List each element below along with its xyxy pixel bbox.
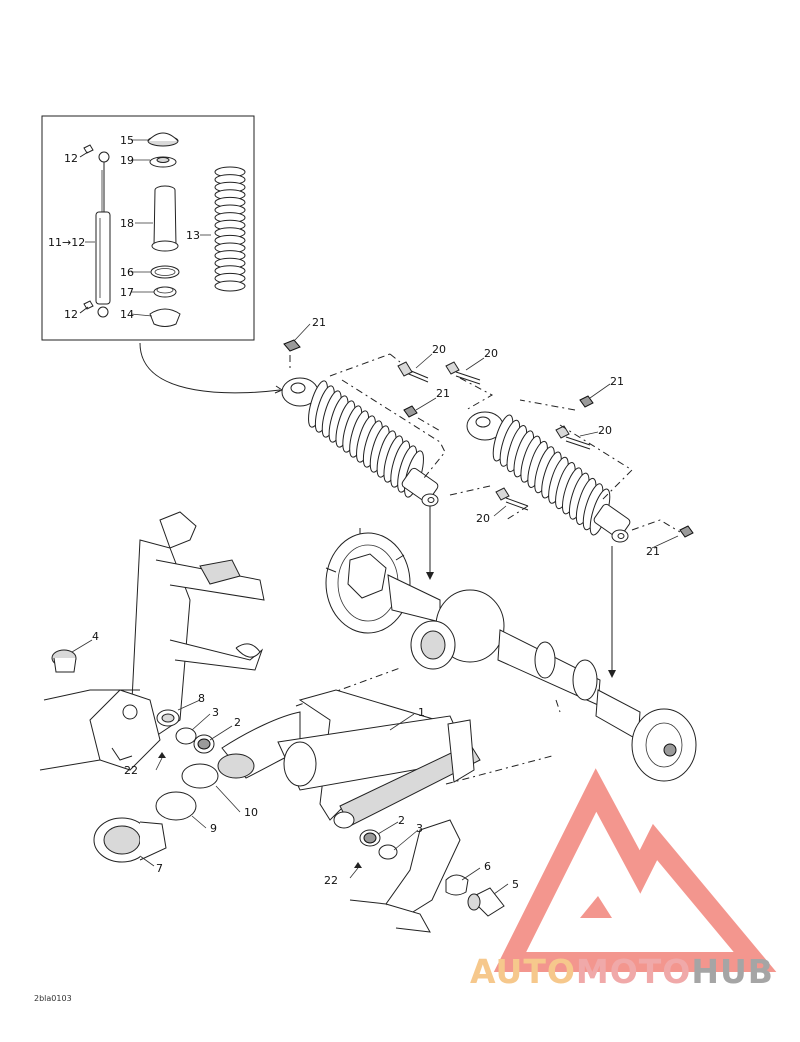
watermark-wordmark: AUTOMOTOHUB: [470, 952, 774, 991]
callout-4: 4: [92, 630, 99, 643]
bushing-5: [469, 887, 505, 917]
inset-pointer-line: [139, 342, 281, 394]
watermark-logo-mark: [493, 768, 777, 972]
seat-14: [149, 308, 181, 327]
callout-2-lower: 2: [398, 814, 405, 827]
callout-21-c: 21: [610, 375, 624, 388]
watermark-auto: AUTO: [470, 952, 576, 991]
callout-22-upper: 22: [124, 764, 138, 777]
callout-21-d: 21: [646, 545, 660, 558]
callout-20-a: 20: [432, 343, 446, 356]
callout-7: 7: [156, 862, 163, 875]
swing-arm-1: [217, 689, 481, 829]
spring-13: [214, 166, 246, 292]
callout-5: 5: [512, 878, 519, 891]
frame-bracket-right: [349, 819, 505, 933]
callout-20-c: 20: [598, 424, 612, 437]
callout-8: 8: [198, 692, 205, 705]
watermark-moto: MOTO: [575, 952, 692, 991]
callout-19: 19: [120, 154, 134, 167]
callout-21-b: 21: [436, 387, 450, 400]
clamp-10: [181, 763, 219, 789]
callout-16: 16: [120, 266, 134, 279]
callout-10: 10: [244, 806, 258, 819]
inset-shock-components: [41, 115, 255, 341]
boot-7: [93, 817, 167, 863]
vehicle-frame: [39, 511, 265, 771]
callout-12-bottom: 12: [64, 308, 78, 321]
rear-axle: [325, 528, 697, 782]
callout-20-d: 20: [476, 512, 490, 525]
callout-3-upper: 3: [212, 706, 219, 719]
callout-22-lower: 22: [324, 874, 338, 887]
callout-2-upper: 2: [234, 716, 241, 729]
callout-18: 18: [120, 217, 134, 230]
clamp-9: [155, 791, 197, 821]
callout-13: 13: [186, 229, 200, 242]
damper-part: [95, 151, 111, 318]
spring-coil: [214, 280, 246, 292]
callout-20-b: 20: [484, 347, 498, 360]
callout-3-lower: 3: [416, 822, 423, 835]
callout-1: 1: [418, 706, 425, 719]
bolt-12-top: [83, 144, 94, 154]
callout-17: 17: [120, 286, 134, 299]
callout-9: 9: [210, 822, 217, 835]
alignment-lines: [289, 353, 681, 678]
callout-15: 15: [120, 134, 134, 147]
bushings: [93, 709, 398, 868]
callout-14: 14: [120, 308, 134, 321]
shock-absorber-left: [281, 377, 439, 507]
callout-6: 6: [484, 860, 491, 873]
inset-frame: [41, 115, 255, 341]
fasteners: [283, 339, 694, 538]
callout-21-a: 21: [312, 316, 326, 329]
leader-lines: [71, 323, 679, 895]
callout-12-top: 12: [64, 152, 78, 165]
callout-labels: 1 2 2 3 3 4 5 6 7 8 9 10 11→12 12 12 13 …: [48, 134, 660, 891]
boot-18: [151, 185, 179, 252]
callout-11-12: 11→12: [48, 236, 85, 249]
drawing-code: 2bla0103: [34, 994, 72, 1003]
bolt-12-bottom: [83, 300, 94, 310]
shock-absorber-right: [466, 411, 631, 543]
watermark-hub: HUB: [691, 952, 774, 991]
